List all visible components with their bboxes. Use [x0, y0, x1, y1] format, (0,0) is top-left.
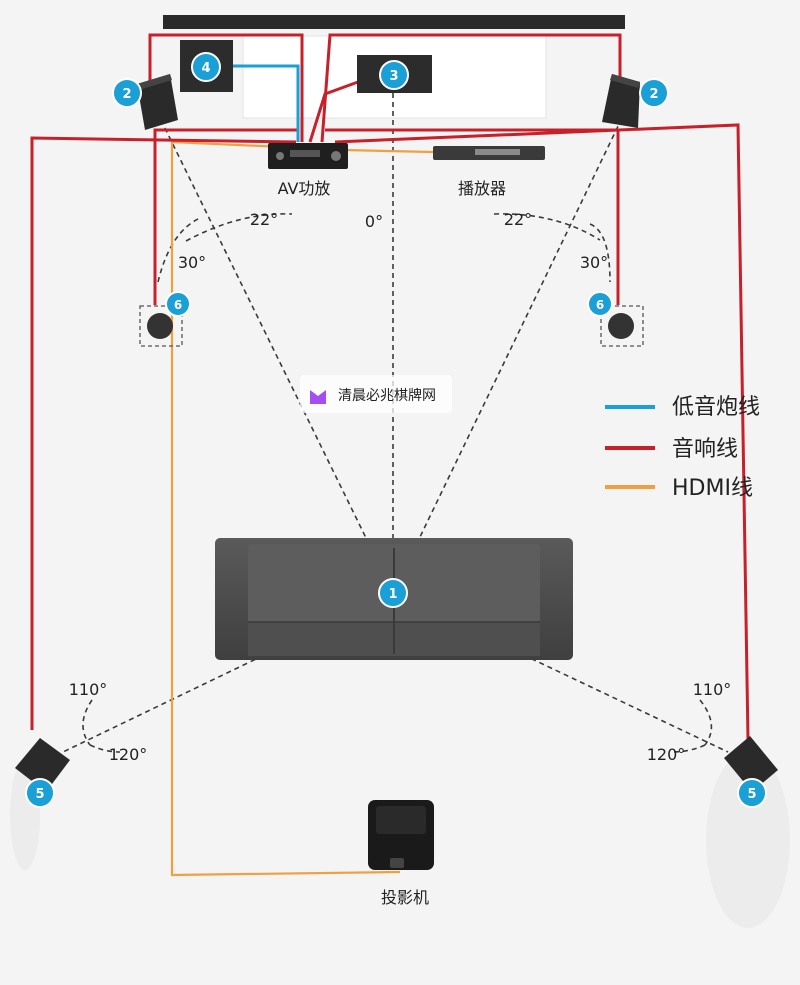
angle-center-label: 0° [365, 212, 383, 231]
height-right-speaker [600, 305, 644, 347]
player-label: 播放器 [458, 179, 506, 198]
angle-lines [62, 92, 729, 753]
listening-position-marker: 1 [378, 578, 408, 608]
svg-text:低音炮线: 低音炮线 [672, 395, 760, 420]
front-right-marker: 2 [639, 78, 669, 108]
svg-text:音响线: 音响线 [672, 437, 738, 462]
legend-item-subwoofer: 低音炮线 [605, 395, 760, 420]
svg-text:5: 5 [747, 787, 756, 802]
angle-rear-left-120-label: 120° [109, 745, 148, 764]
hdmi-wires [170, 140, 434, 877]
height-right-marker: 6 [587, 291, 613, 317]
svg-text:4: 4 [201, 61, 210, 76]
surround-right-speaker [706, 736, 790, 928]
svg-text:6: 6 [174, 298, 182, 312]
surround-left-marker: 5 [25, 778, 55, 808]
speaker-wires [30, 33, 750, 741]
svg-text:2: 2 [649, 87, 658, 102]
svg-text:3: 3 [389, 69, 398, 84]
subwoofer-marker: 4 [191, 52, 221, 82]
diagram-labels: AV功放 播放器 投影机 0° 22° 22° 30° 30° 110° 120… [69, 179, 732, 907]
height-left-speaker [139, 305, 183, 347]
front-left-marker: 2 [112, 78, 142, 108]
center-marker: 3 [379, 60, 409, 90]
projector-label: 投影机 [381, 888, 429, 907]
angle-rear-right-110-label: 110° [693, 680, 732, 699]
svg-text:5: 5 [35, 787, 44, 802]
svg-text:HDMI线: HDMI线 [672, 476, 753, 501]
front-right-speaker [602, 74, 640, 128]
watermark-text: 清晨必兆棋牌网 [338, 387, 436, 404]
angle-rear-left-110-label: 110° [69, 680, 108, 699]
watermark: 清晨必兆棋牌网 [300, 375, 452, 413]
surround-right-marker: 5 [737, 778, 767, 808]
angle-front-right-22-label: 22° [504, 210, 532, 229]
height-left-marker: 6 [165, 291, 191, 317]
projection-screen [163, 15, 625, 29]
svg-text:1: 1 [388, 587, 397, 602]
legend-item-speaker: 音响线 [605, 437, 738, 462]
av-receiver [268, 143, 348, 169]
projector [368, 800, 434, 870]
front-left-speaker [137, 74, 178, 130]
marker-badges: 1 2 2 3 4 5 5 6 [25, 52, 767, 808]
watermark-logo-icon [310, 390, 326, 404]
svg-text:2: 2 [122, 87, 131, 102]
legend: 低音炮线 音响线 HDMI线 [605, 395, 760, 501]
legend-item-hdmi: HDMI线 [605, 476, 753, 501]
angle-front-left-22-label: 22° [250, 210, 278, 229]
media-player [433, 146, 545, 160]
angle-front-left-30-label: 30° [178, 253, 206, 272]
angle-front-right-30-label: 30° [580, 253, 608, 272]
subwoofer-wire [232, 64, 300, 142]
av-receiver-label: AV功放 [278, 179, 331, 198]
svg-text:6: 6 [596, 298, 604, 312]
angle-rear-right-120-label: 120° [647, 745, 686, 764]
